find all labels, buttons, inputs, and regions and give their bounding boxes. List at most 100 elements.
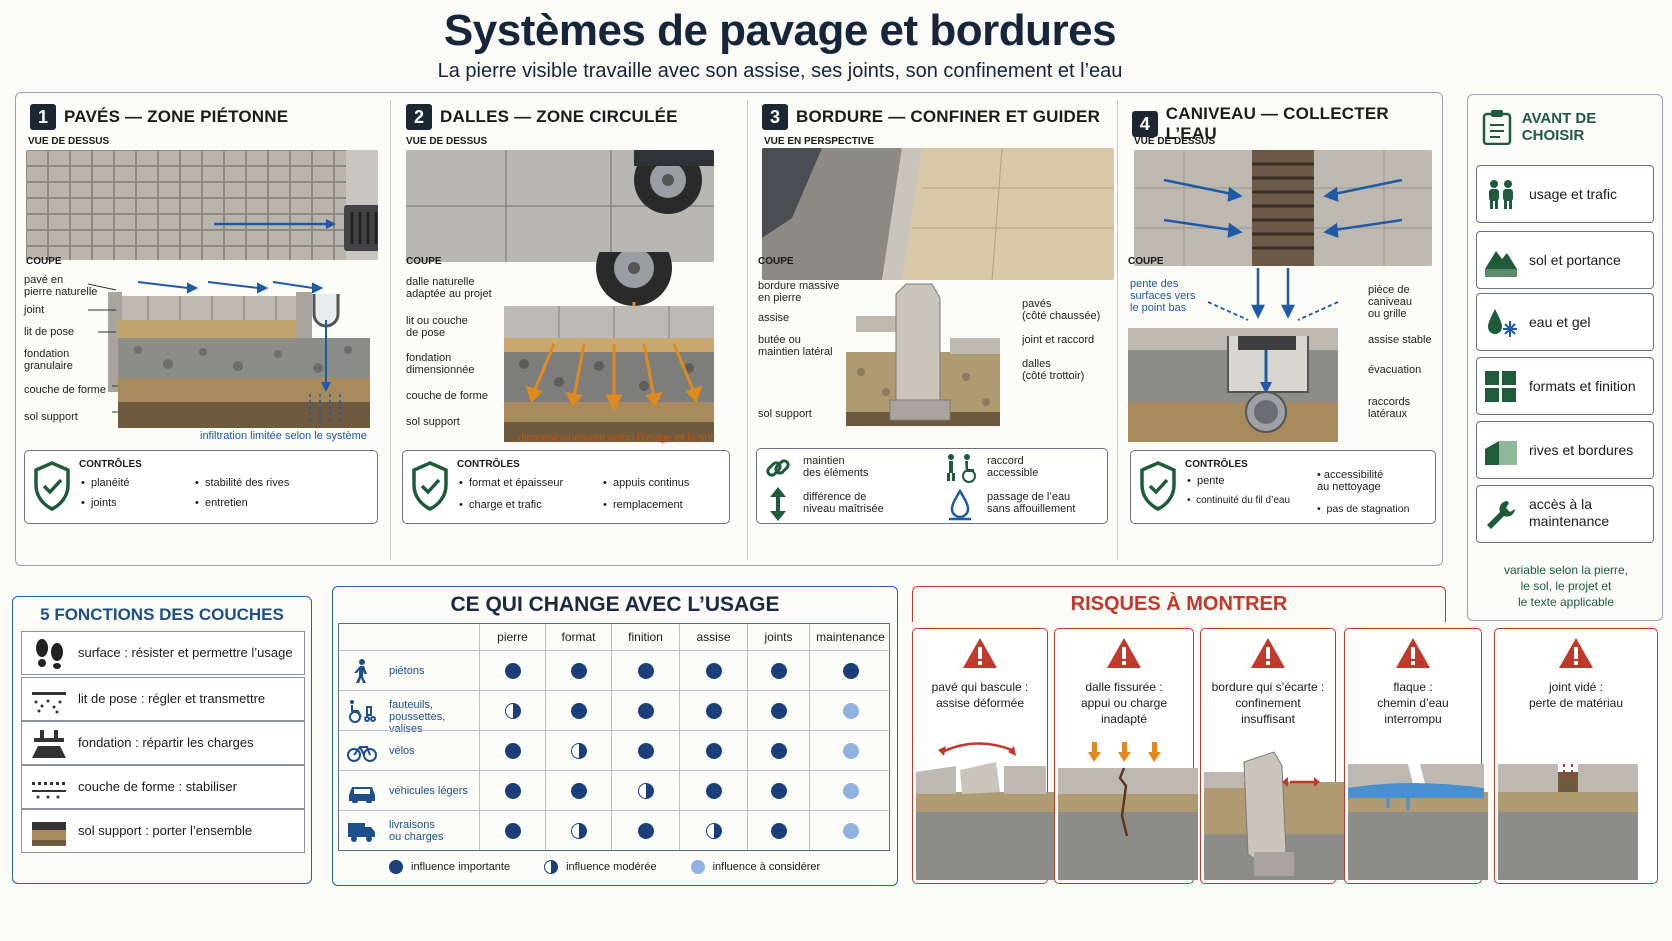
risk-illustration: [1348, 764, 1488, 880]
risk-card: flaque : chemin d’eau interrompu: [1344, 628, 1488, 884]
label-assise-stable: assise stable: [1368, 334, 1432, 346]
shield-check-icon: [412, 461, 448, 511]
control-item: joints: [90, 497, 117, 509]
view-label: VUE DE DESSUS: [1134, 136, 1216, 147]
label-sol-support: sol support: [24, 411, 78, 423]
usage-cell: [479, 810, 545, 850]
risk-illustration: [1204, 751, 1344, 880]
controls-heading: CONTRÔLES: [1185, 459, 1248, 470]
usage-row-label: véhicules légers: [339, 770, 479, 810]
legend-label: influence modérée: [566, 861, 657, 873]
side-item-maintenance: accès à la maintenance: [1476, 485, 1654, 543]
label-lit: lit ou couche de pose: [406, 315, 468, 339]
influence-dot-moderate: [570, 822, 587, 839]
warning-icon: [963, 638, 997, 668]
influence-dot-consider: [842, 742, 859, 759]
bike-icon: [347, 746, 377, 762]
usage-cell: [679, 690, 747, 730]
caniveau-section: [1128, 268, 1339, 442]
label-lit-de-pose: lit de pose: [24, 326, 75, 338]
panel-caniveau: 4 CANIVEAU — COLLECTER L’EAU VUE DE DESSU…: [1120, 94, 1442, 530]
function-label: couche de forme : stabiliser: [78, 779, 237, 794]
water-snow-icon: [1488, 309, 1517, 337]
risk-card: joint vidé : perte de matériau: [1494, 628, 1658, 884]
risk-card: pavé qui bascule : assise déformée: [912, 628, 1056, 884]
side-item-label: accès à la maintenance: [1529, 496, 1610, 529]
wheelchair-icon: [349, 700, 376, 723]
risk-label: dalle fissurée : appui ou charge inadapt…: [1080, 680, 1168, 726]
label-butee: butée ou maintien latéral: [758, 334, 833, 358]
column-header: format: [545, 624, 611, 650]
risk-illustration: [1498, 764, 1638, 880]
influence-dot-high: [504, 662, 521, 679]
bedding-layer-icon: [32, 692, 66, 714]
controls-heading: CONTRÔLES: [457, 459, 520, 470]
legend-dot-moderate: [544, 860, 559, 874]
grid-icon: [1485, 371, 1516, 402]
risk-illustration: [916, 742, 1056, 880]
usage-row-label: piétons: [339, 650, 479, 690]
label-sol-support: sol support: [758, 408, 812, 420]
functions-title: 5 FONCTIONS DES COUCHES: [40, 605, 284, 624]
control-item: maintien des éléments: [803, 455, 869, 479]
panel-number: 3: [762, 104, 788, 130]
influence-dot-high: [770, 822, 787, 839]
warning-icon: [1559, 638, 1593, 668]
before-choosing-panel: AVANT DE CHOISIR usage et trafic sol et …: [1467, 94, 1663, 621]
panel-title: CANIVEAU — COLLECTER L’EAU: [1165, 104, 1389, 143]
pedestrian-icon: [354, 659, 367, 683]
warning-icon: [1107, 638, 1141, 668]
panel-number: 2: [406, 104, 432, 130]
control-item: accessibilité au nettoyage: [1317, 469, 1384, 493]
control-item: passage de l’eau sans affouillement: [987, 491, 1076, 515]
usage-cell: [545, 770, 611, 810]
influence-dot-high: [637, 662, 654, 679]
influence-dot-high: [770, 782, 787, 799]
panel-number: 4: [1132, 111, 1158, 137]
warning-icon: [1251, 638, 1285, 668]
column-header: pierre: [479, 624, 545, 650]
column-header: joints: [747, 624, 809, 650]
legend-dot-high: [389, 860, 403, 874]
usage-cell: [747, 690, 809, 730]
risks-header: RISQUES À MONTRER: [912, 586, 1446, 622]
warning-icon: [1396, 638, 1430, 668]
usage-cell: [545, 650, 611, 690]
risk-label: bordure qui s’écarte : confinement insuf…: [1211, 680, 1325, 726]
influence-dot-high: [570, 782, 587, 799]
column-header: maintenance: [809, 624, 891, 650]
usage-cell: [747, 730, 809, 770]
coupe-label: COUPE: [26, 256, 62, 267]
control-item: pas de stagnation: [1326, 503, 1410, 515]
coupe-label: COUPE: [1128, 256, 1164, 267]
usage-cell: [679, 730, 747, 770]
edge-icon: [1485, 441, 1517, 465]
foundation-icon: [32, 730, 66, 758]
label-raccords: raccords latéraux: [1368, 396, 1411, 420]
panel-title: DALLES — ZONE CIRCULÉE: [440, 107, 678, 126]
function-row: couche de forme : stabiliser: [21, 765, 305, 809]
panel-title: BORDURE — CONFINER ET GUIDER: [796, 107, 1101, 126]
control-item: continuité du fil d’eau: [1196, 495, 1291, 506]
up-down-arrow-icon: [770, 487, 786, 521]
usage-cell: [809, 650, 891, 690]
control-item: pente: [1196, 475, 1225, 487]
influence-dot-high: [570, 702, 587, 719]
controls-box: CONTRÔLES • pente • continuité du fil d’…: [1130, 450, 1436, 524]
function-row: lit de pose : régler et transmettre: [21, 677, 305, 721]
side-title: AVANT DE CHOISIR: [1521, 110, 1597, 144]
control-item: planéité: [90, 477, 130, 489]
coupe-label: COUPE: [406, 256, 442, 267]
influence-dot-high: [504, 782, 521, 799]
label-assise: assise: [758, 312, 790, 324]
dimension-note: dimensionnement selon l’usage et le sol: [518, 432, 714, 444]
paves-section: [108, 281, 370, 428]
side-item-eau: eau et gel: [1476, 293, 1654, 351]
usage-cell: [479, 650, 545, 690]
label-pave: pavé en pierre naturelle: [24, 274, 98, 298]
label-pente: pente des surfaces vers le point bas: [1130, 278, 1196, 314]
risks-title: RISQUES À MONTRER: [1070, 593, 1288, 615]
bordure-perspective: [762, 148, 1114, 280]
influence-dot-high: [705, 782, 722, 799]
usage-cell: [747, 650, 809, 690]
